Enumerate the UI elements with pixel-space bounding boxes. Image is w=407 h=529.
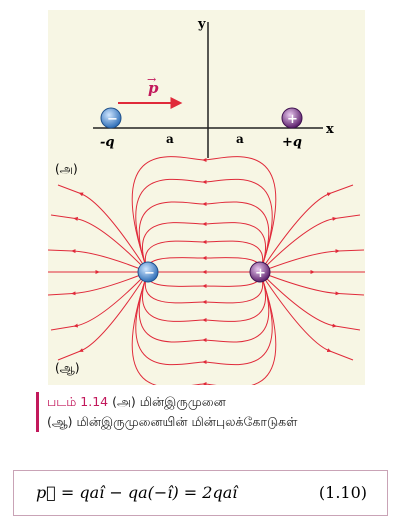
caption-text-2: (ஆ) மின்இருமுனையின் மின்புலக்கோடுகள் — [47, 414, 298, 429]
field-line-lower — [135, 271, 273, 366]
field-line-lower — [144, 271, 264, 304]
field-lines — [48, 156, 365, 385]
field-line-outer — [57, 271, 149, 361]
part-a-diagram: y x p → − + -q +q a a (அ) — [55, 17, 334, 176]
field-line-upper — [144, 240, 264, 273]
field-line-outer — [48, 249, 149, 273]
field-line-outer — [259, 271, 354, 361]
figure-panel: y x p → − + -q +q a a (அ) − + (ஆ) — [48, 10, 365, 385]
part-b-label: (ஆ) — [55, 361, 80, 375]
field-line-outer — [259, 249, 365, 273]
field-line-outer — [48, 271, 149, 296]
field-line-outer — [259, 214, 361, 273]
figure-caption: படம் 1.14 (அ) மின்இருமுனை (ஆ) மின்இருமுன… — [36, 392, 387, 432]
field-line-lower — [131, 271, 277, 385]
field-line-outer — [50, 271, 149, 331]
field-line-outer — [50, 214, 149, 273]
field-line-outer — [259, 184, 354, 273]
field-line-lower — [138, 271, 270, 343]
positive-charge-symbol: + — [287, 112, 298, 127]
negative-charge-b-symbol: − — [144, 266, 155, 281]
positive-charge — [281, 107, 303, 129]
negative-charge-symbol: − — [107, 112, 118, 127]
field-line-upper — [138, 201, 270, 273]
equation-box: p⃗ = qaî − qa(−î) = 2qaî (1.10) — [13, 470, 388, 516]
field-line-upper — [131, 156, 277, 273]
figure-number: படம் 1.14 — [47, 394, 109, 409]
x-axis-label: x — [326, 122, 334, 137]
dipole-moment-label: p — [148, 79, 159, 97]
field-line-upper — [135, 178, 273, 273]
field-line-upper — [147, 256, 261, 273]
field-line-outer — [259, 271, 365, 296]
dipole-moment-arrow-accent: → — [147, 73, 156, 86]
positive-charge-label: +q — [282, 135, 302, 150]
figure-svg: y x p → − + -q +q a a (அ) − + (ஆ) — [48, 17, 365, 385]
equation-number: (1.10) — [318, 483, 367, 502]
field-line-outer — [57, 184, 149, 273]
field-line-lower — [147, 271, 261, 288]
positive-charge-b — [249, 261, 271, 283]
y-axis-label: y — [197, 17, 206, 32]
caption-text-1: (அ) மின்இருமுனை — [112, 394, 226, 409]
left-distance-label: a — [166, 132, 174, 146]
field-line-lower — [141, 271, 267, 322]
right-distance-label: a — [236, 132, 244, 146]
field-line-upper — [141, 222, 267, 273]
equation-text: p⃗ = qaî − qa(−î) = 2qaî — [36, 483, 238, 502]
negative-charge-b — [137, 261, 159, 283]
negative-charge-label: -q — [100, 135, 115, 150]
positive-charge-b-symbol: + — [255, 266, 266, 281]
part-b-diagram: − + (ஆ) — [48, 156, 365, 385]
field-line-outer — [259, 271, 361, 331]
negative-charge — [100, 107, 122, 129]
part-a-label: (அ) — [55, 162, 78, 176]
caption-line-1: படம் 1.14 (அ) மின்இருமுனை — [47, 392, 387, 412]
